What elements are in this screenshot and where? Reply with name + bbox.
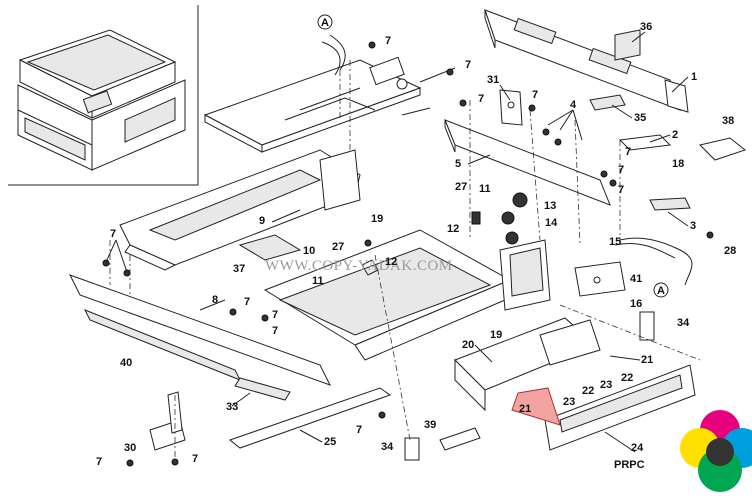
callout-15: 15 [609, 236, 621, 248]
top-scanner-assembly [203, 15, 456, 153]
gasket-part-38 [699, 137, 747, 161]
callout-21: 21 [641, 354, 653, 366]
svg-text:A: A [657, 285, 665, 297]
connector-marker-top: A [317, 14, 333, 30]
callout-9: 9 [259, 215, 265, 227]
callout-11: 11 [312, 275, 324, 287]
callout-23: 23 [563, 396, 575, 408]
bracket-part-39 [439, 427, 481, 451]
callout-23: 23 [600, 379, 612, 391]
callout-7: 7 [625, 146, 631, 158]
callout-labels: 1 2 3 4 5 7 7 7 7 7 7 7 7 7 7 7 7 7 7 8 … [96, 21, 736, 468]
callout-22: 22 [621, 372, 633, 384]
assembly-guide-lines [109, 70, 701, 460]
callout-18: 18 [672, 158, 684, 170]
callout-31: 31 [487, 74, 499, 86]
rail-part-25 [228, 387, 392, 449]
callout-27: 27 [455, 181, 467, 193]
block-part-34-lower [404, 437, 420, 461]
block-part-34-upper [639, 311, 655, 341]
callout-7: 7 [465, 59, 471, 71]
bracket-part-30 [149, 391, 186, 451]
callout-7: 7 [272, 325, 278, 337]
callout-7: 7 [110, 228, 116, 240]
callout-19: 19 [490, 329, 502, 341]
strip-part-33 [234, 377, 291, 401]
paper-tray-part-24 [454, 317, 696, 451]
callout-14: 14 [545, 217, 558, 229]
callout-2: 2 [672, 129, 678, 141]
center-tray-assembly [263, 192, 551, 361]
rear-frame-part-1 [484, 9, 689, 113]
callout-40: 40 [120, 357, 132, 369]
callout-30: 30 [124, 442, 136, 454]
callout-7: 7 [532, 89, 538, 101]
callout-8: 8 [212, 294, 218, 306]
callout-19: 19 [371, 213, 383, 225]
callout-13: 13 [544, 200, 556, 212]
screw-fasteners [102, 41, 714, 467]
callout-7: 7 [192, 453, 198, 465]
callout-5: 5 [455, 158, 461, 170]
callout-21: 21 [519, 403, 531, 415]
watermark-text: WWW.COPY-YADAK.COM [265, 258, 453, 274]
highlighted-part-21 [511, 387, 561, 426]
callout-7: 7 [356, 424, 362, 436]
chassis-part-9 [119, 149, 361, 271]
callout-34: 34 [381, 441, 394, 453]
callout-11: 11 [479, 183, 491, 195]
callout-12: 12 [385, 256, 397, 268]
callout-7: 7 [272, 309, 278, 321]
color-wheel-logo [680, 410, 752, 492]
callout-7: 7 [385, 35, 391, 47]
inset-copier-illustration [8, 5, 199, 186]
connector-marker-right: A [653, 282, 669, 298]
callout-20: 20 [462, 339, 474, 351]
callout-7: 7 [618, 184, 624, 196]
callout-7: 7 [478, 93, 484, 105]
sheet-part-37 [238, 234, 302, 261]
callout-7: 7 [244, 296, 250, 308]
callout-39: 39 [424, 419, 436, 431]
callout-41: 41 [630, 273, 642, 285]
callout-22: 22 [582, 385, 594, 397]
callout-16: 16 [630, 298, 642, 310]
callout-38: 38 [722, 115, 734, 127]
callout-4: 4 [570, 99, 577, 111]
harness-part-15-16 [574, 237, 693, 297]
callout-37: 37 [233, 263, 245, 275]
callout-28: 28 [724, 245, 736, 257]
middle-frame-part-5 [444, 89, 691, 211]
callout-27: 27 [332, 241, 344, 253]
callout-25: 25 [324, 436, 336, 448]
bar-part-8 [68, 274, 332, 386]
callout-7: 7 [618, 164, 624, 176]
callout-3: 3 [690, 220, 696, 232]
svg-text:A: A [321, 17, 329, 29]
callout-12: 12 [447, 223, 459, 235]
callout-35: 35 [634, 112, 646, 124]
footer-code: PRPC [614, 459, 645, 471]
callout-leader-lines [105, 31, 689, 453]
callout-1: 1 [691, 71, 697, 83]
callout-7: 7 [96, 456, 102, 468]
callout-10: 10 [303, 245, 315, 257]
callout-36: 36 [640, 21, 652, 33]
callout-34: 34 [677, 317, 690, 329]
callout-24: 24 [631, 442, 644, 454]
